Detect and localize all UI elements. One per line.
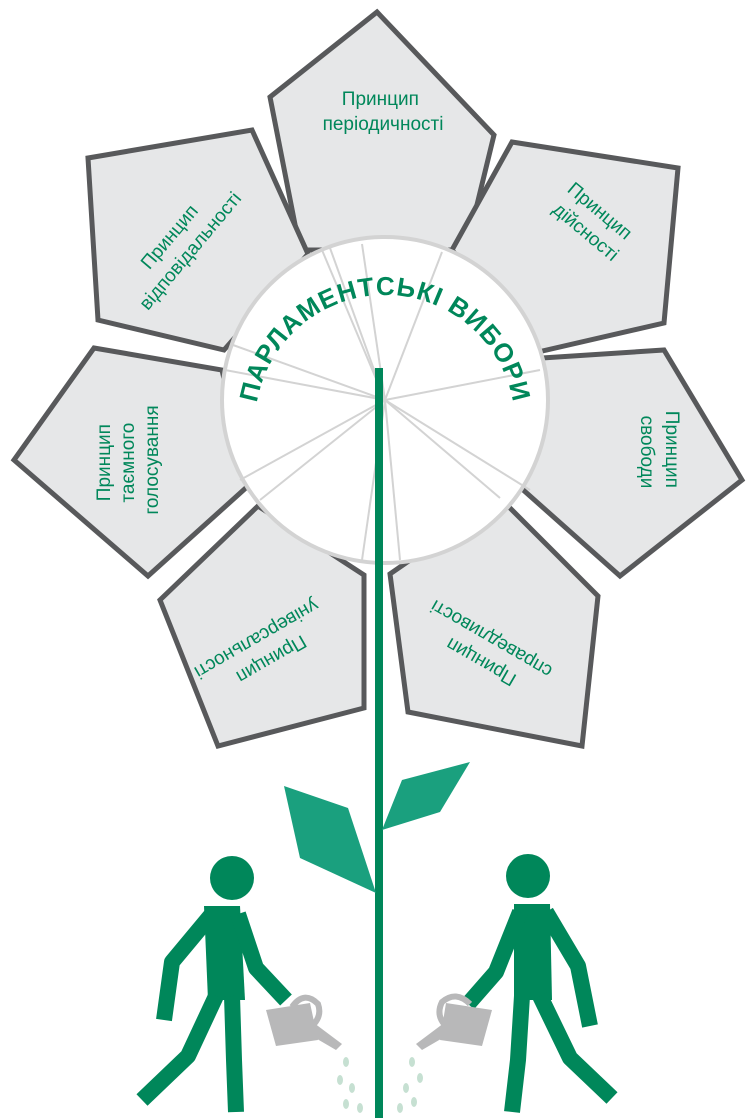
leaf-icon: [284, 786, 376, 893]
gardener-body: [514, 904, 552, 1000]
gardener-head: [506, 854, 550, 898]
watering-can-icon: [416, 993, 492, 1050]
watering-can-icon: [266, 994, 342, 1050]
gardener-leg: [136, 992, 224, 1106]
center-rays: [224, 243, 541, 561]
gardener-arm: [230, 911, 292, 1006]
water-drop-icon: [337, 1057, 363, 1113]
petal-universality: Принцип універсальності: [157, 502, 367, 749]
petal-shape: [157, 502, 367, 749]
gardener-icon: [136, 856, 292, 1113]
gardener-leg: [504, 995, 530, 1113]
gardener-arm: [461, 909, 528, 1010]
water-drop-icon: [397, 1057, 423, 1113]
leaf-icon: [382, 762, 470, 830]
gardener-head: [210, 856, 254, 900]
flower-center: ПАРЛАМЕНТСЬКІ ВИБОРИ: [220, 235, 550, 565]
stem: [375, 368, 383, 1118]
petal-freedom: Принцип свободи: [509, 347, 746, 580]
gardener-leg: [224, 995, 244, 1113]
petal-label: Принцип таємного голосування: [94, 405, 163, 514]
gardener-icon: [461, 854, 618, 1113]
petal-responsibility: Принцип відповідальності: [85, 127, 311, 353]
petal-label: Принцип періодичності: [323, 89, 444, 135]
gardener-arm: [156, 908, 219, 1022]
petal-secret-ballot: Принцип таємного голосування: [10, 345, 251, 580]
gardener-leg: [532, 992, 618, 1104]
petal-label: Принцип свободи: [636, 411, 682, 493]
gardener-arm: [539, 907, 598, 1028]
petal-periodicity: Принцип періодичності: [267, 8, 497, 253]
petal-shape: [10, 345, 251, 580]
